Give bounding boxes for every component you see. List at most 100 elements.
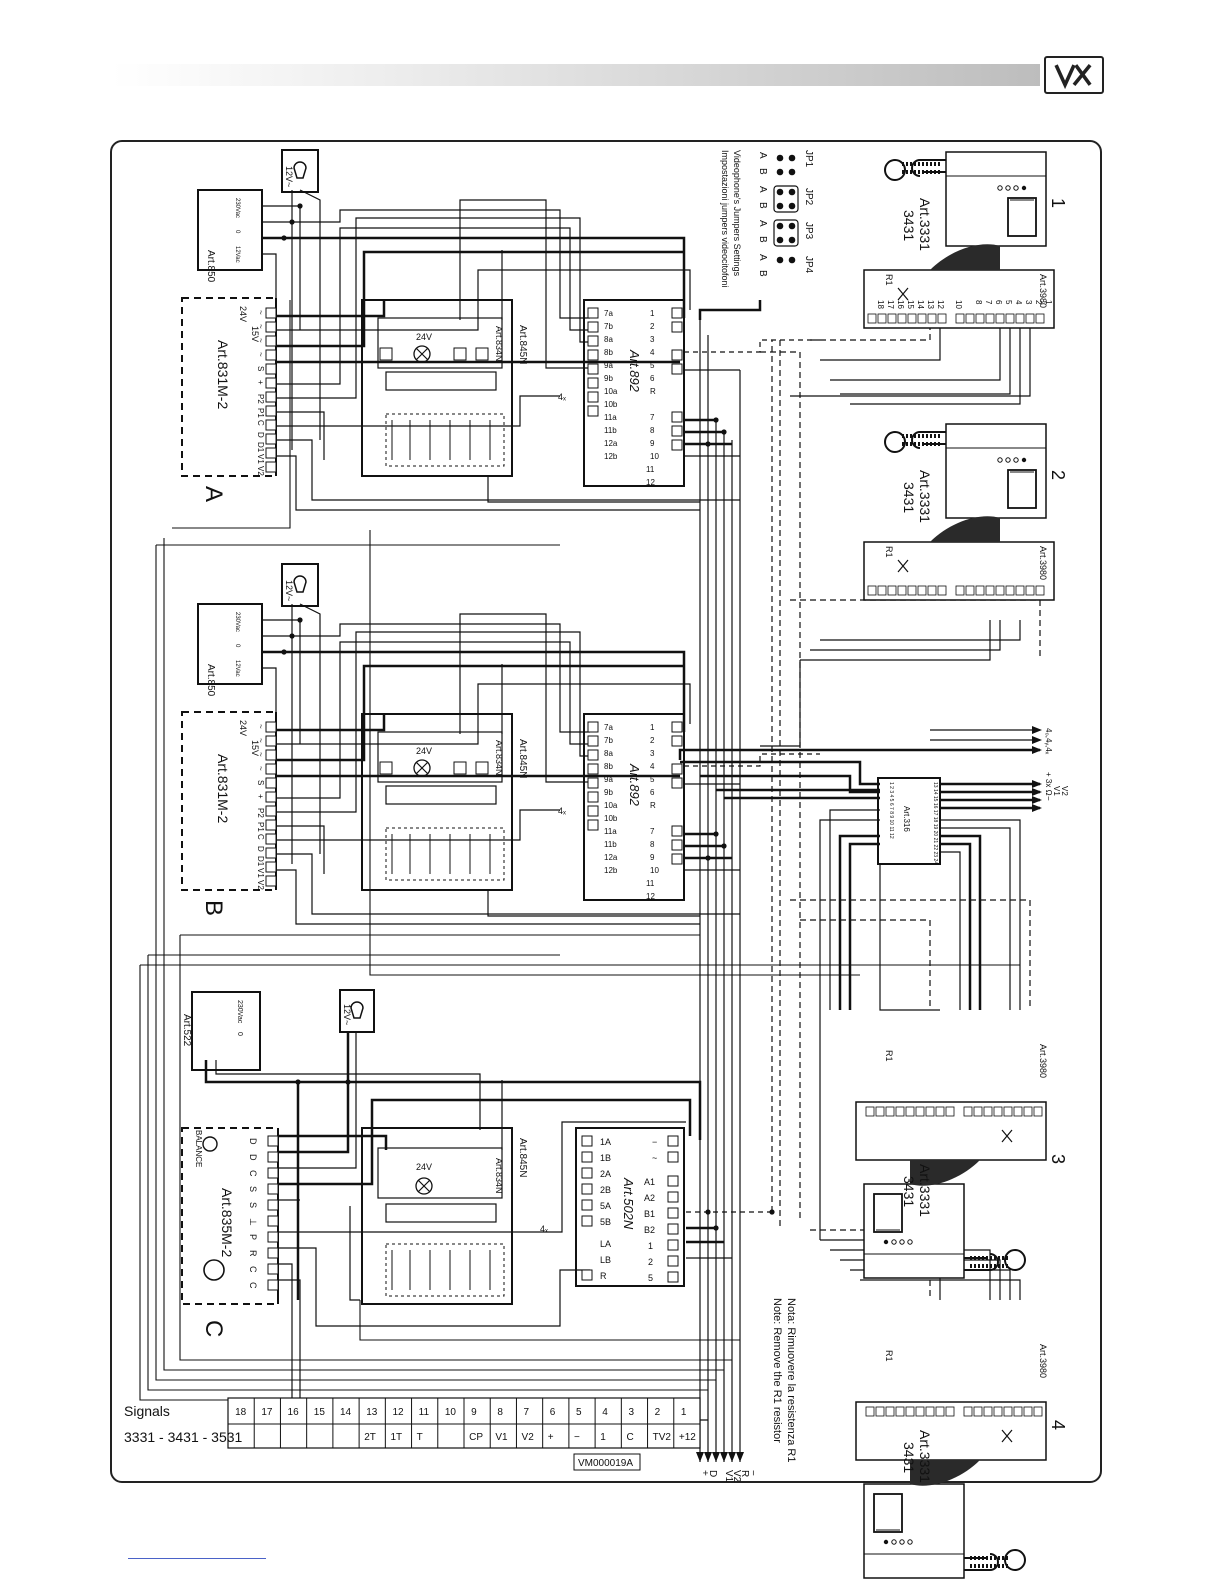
svg-text:6: 6	[994, 300, 1003, 305]
svg-text:9a: 9a	[604, 775, 613, 784]
svg-text:S: S	[256, 366, 265, 371]
svg-text:Art.3980: Art.3980	[1038, 1344, 1048, 1378]
svg-text:10b: 10b	[604, 814, 618, 823]
signal-number: 15	[314, 1407, 326, 1418]
svg-text:C: C	[256, 834, 265, 840]
svg-text:8b: 8b	[604, 762, 613, 771]
svg-text:~: ~	[256, 752, 265, 757]
svg-text:3431: 3431	[901, 1442, 917, 1473]
mixer-output-label: V2	[1060, 786, 1069, 796]
svg-text:V1: V1	[256, 868, 265, 878]
signal-name: CP	[469, 1432, 483, 1443]
svg-text:5: 5	[650, 775, 655, 784]
signal-number: 12	[392, 1407, 404, 1418]
signals-models: 3331 - 3431 - 3531	[124, 1429, 243, 1445]
svg-text:B: B	[757, 236, 768, 243]
doc-code: VM000019A	[578, 1458, 633, 1469]
unit-letter: A	[200, 486, 227, 502]
bus-labels: + D V1 V2 R −	[699, 1470, 758, 1483]
svg-text:11b: 11b	[604, 426, 617, 435]
signal-name: V1	[495, 1432, 508, 1443]
signal-number: 14	[340, 1407, 352, 1418]
svg-text:2A: 2A	[600, 1169, 611, 1179]
svg-text:7b: 7b	[604, 322, 613, 331]
svg-text:9b: 9b	[604, 788, 613, 797]
svg-text:10a: 10a	[604, 801, 618, 810]
svg-text:Art.3331: Art.3331	[917, 1430, 933, 1483]
svg-text:9a: 9a	[604, 361, 613, 370]
svg-text:230Vac: 230Vac	[234, 198, 240, 218]
svg-text:6: 6	[650, 788, 655, 797]
pushbutton-label: Art.845N	[517, 739, 528, 778]
svg-text:P: P	[248, 1234, 258, 1240]
svg-text:~: ~	[256, 310, 265, 315]
unit-c	[181, 989, 775, 1421]
svg-text:10a: 10a	[604, 387, 618, 396]
svg-text:8b: 8b	[604, 348, 613, 357]
signal-name: +12	[679, 1432, 696, 1443]
svg-text:A1: A1	[644, 1177, 655, 1187]
svg-text:3: 3	[1024, 300, 1033, 305]
svg-text:7: 7	[650, 413, 655, 422]
balance-label: BALANCE	[194, 1130, 203, 1167]
svg-text:Art.3331: Art.3331	[917, 1164, 933, 1217]
svg-text:C: C	[248, 1266, 258, 1273]
jumper-name: JP2	[803, 188, 814, 206]
svg-text:5: 5	[1004, 300, 1013, 305]
svg-text:4: 4	[650, 348, 655, 357]
svg-text:12a: 12a	[604, 439, 618, 448]
svg-text:230Vac: 230Vac	[236, 1000, 243, 1024]
svg-text:A: A	[757, 186, 768, 193]
signal-number: 9	[471, 1407, 477, 1418]
svg-text:⊥: ⊥	[248, 1218, 258, 1226]
svg-text:12b: 12b	[604, 452, 618, 461]
signal-number: 16	[288, 1407, 300, 1418]
svg-text:9: 9	[650, 853, 655, 862]
svg-text:12Vac: 12Vac	[234, 660, 240, 677]
svg-text:~: ~	[256, 324, 265, 329]
svg-text:P2: P2	[256, 808, 265, 818]
output-label: 4ₓ	[540, 1224, 548, 1234]
lock-label: 12V~	[342, 1004, 352, 1025]
svg-text:~: ~	[256, 724, 265, 729]
svg-text:S: S	[248, 1186, 258, 1192]
svg-text:B: B	[757, 168, 768, 175]
relay-label: Art.834N	[494, 326, 504, 362]
signal-number: 4	[602, 1407, 608, 1418]
transformer-label: Art.850	[205, 664, 216, 697]
svg-text:230Vac: 230Vac	[234, 612, 240, 632]
svg-text:12: 12	[646, 478, 655, 487]
jumper-settings: Impostazioni jumpers videocitofoni Video…	[720, 150, 814, 288]
svg-text:3: 3	[650, 749, 655, 758]
svg-text:~: ~	[652, 1153, 657, 1163]
signal-number: 13	[366, 1407, 378, 1418]
signal-name: C	[626, 1432, 633, 1443]
v24-label: 24V	[238, 720, 248, 736]
doc-code-box	[573, 1453, 641, 1471]
svg-text:1: 1	[648, 1241, 653, 1251]
relay-label: Art.834N	[494, 740, 504, 776]
signal-name: V2	[522, 1432, 535, 1443]
svg-text:+: +	[256, 380, 265, 385]
svg-text:3431: 3431	[901, 210, 917, 241]
bracket-terminal-numbers: 18 17 16 15 14 13 12 10 8 7 6 5 4 3 2 1	[876, 300, 1053, 309]
bus-label: V1	[723, 1470, 734, 1483]
signal-name: 2T	[364, 1432, 376, 1443]
svg-text:3: 3	[1048, 1154, 1068, 1164]
svg-text:12Vac: 12Vac	[234, 246, 240, 263]
entrance-label: Art.831M-2	[215, 340, 231, 409]
svg-text:−: −	[652, 1137, 657, 1147]
monitor-thick-wires	[678, 300, 1040, 760]
svg-text:~: ~	[256, 338, 265, 343]
signal-name: TV2	[653, 1432, 672, 1443]
svg-text:11: 11	[646, 879, 655, 888]
svg-text:7: 7	[984, 300, 993, 305]
signal-name: −	[574, 1432, 580, 1443]
svg-text:V2: V2	[256, 466, 265, 476]
svg-text:A2: A2	[644, 1193, 655, 1203]
svg-text:2: 2	[650, 322, 655, 331]
unit-letter: C	[200, 1320, 227, 1337]
svg-text:Art.3980: Art.3980	[1038, 546, 1048, 580]
svg-text:+: +	[256, 794, 265, 799]
signal-number: 2	[655, 1407, 661, 1418]
